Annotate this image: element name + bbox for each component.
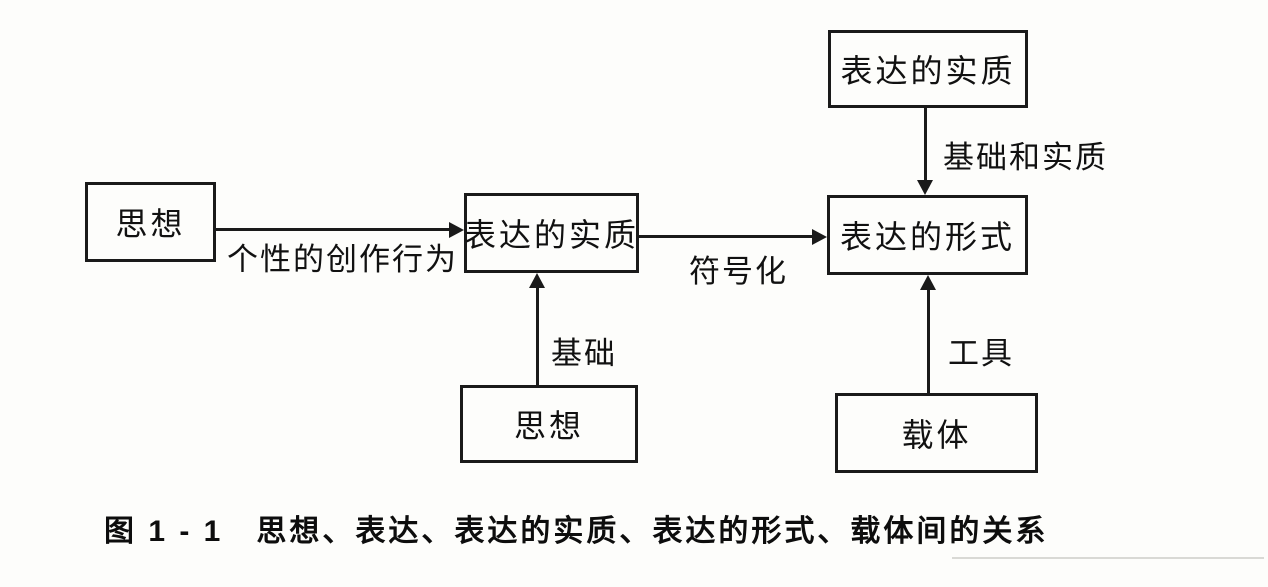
edge-creation-line <box>216 228 450 231</box>
node-expression-essence-mid-label: 表达的实质 <box>464 217 640 253</box>
node-expression-essence-mid: 表达的实质 <box>464 193 639 273</box>
edge-basis-label: 基础 <box>551 336 617 371</box>
node-expression-essence-top-label: 表达的实质 <box>840 53 1016 89</box>
edge-basis-essence-label: 基础和实质 <box>943 140 1108 175</box>
node-thought-left-label: 思想 <box>115 206 186 242</box>
node-expression-essence-top: 表达的实质 <box>828 30 1028 108</box>
edge-symbolize-line <box>639 235 813 238</box>
edge-symbolize-label: 符号化 <box>689 254 788 289</box>
node-expression-form: 表达的形式 <box>827 195 1028 275</box>
edge-tool-arrowhead-icon <box>920 275 936 290</box>
node-thought-bottom: 思想 <box>460 385 638 463</box>
node-thought-left: 思想 <box>85 182 216 262</box>
edge-basis-line <box>536 287 539 385</box>
figure-caption: 图 1 - 1 思想、表达、表达的实质、表达的形式、载体间的关系 <box>104 515 1049 548</box>
node-carrier: 载体 <box>835 393 1038 473</box>
edge-creation-label: 个性的创作行为 <box>227 242 458 277</box>
edge-basis-arrowhead-icon <box>529 273 545 288</box>
edge-basis-essence-line <box>924 108 927 182</box>
node-carrier-label: 载体 <box>901 417 972 453</box>
edge-symbolize-arrowhead-icon <box>812 229 827 245</box>
scan-artifact-line <box>952 557 1264 559</box>
edge-tool-line <box>927 289 930 393</box>
node-thought-bottom-label: 思想 <box>513 408 584 444</box>
node-expression-form-label: 表达的形式 <box>839 219 1015 255</box>
edge-tool-label: 工具 <box>948 336 1014 371</box>
edge-creation-arrowhead-icon <box>449 222 464 238</box>
edge-basis-essence-arrowhead-icon <box>917 180 933 195</box>
